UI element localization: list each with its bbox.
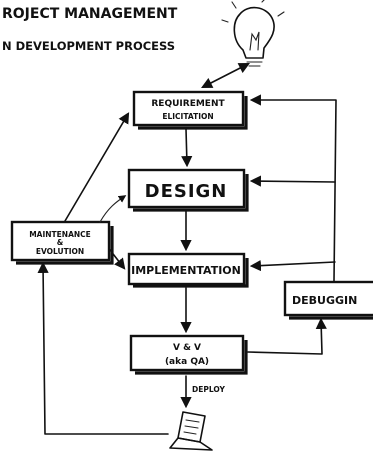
- requirement-elicitation-node: REQUIREMENT ELICITATION: [132, 90, 248, 130]
- qa-label: (aka QA): [165, 357, 209, 367]
- vv-node: V & V (aka QA): [129, 334, 248, 375]
- evolution-label: EVOLUTION: [36, 247, 84, 256]
- edge-debugging-implementation: [249, 259, 336, 272]
- vv-label: V & V: [173, 343, 201, 353]
- lightbulb-icon: [221, 0, 285, 67]
- deploy-label: DEPLOY: [192, 385, 225, 394]
- implementation-node: IMPLEMENTATION: [127, 252, 249, 288]
- edge-idea-requirement: [201, 62, 250, 89]
- edge-debugging-design: [249, 175, 336, 187]
- maintenance-evolution-node: MAINTENANCE & EVOLUTION: [10, 220, 114, 265]
- debugging-label: DEBUGGIN: [292, 294, 357, 307]
- requirement-label: REQUIREMENT: [151, 99, 225, 109]
- edge-requirement-design: [181, 128, 193, 168]
- page-title: ROJECT MANAGEMENT: [2, 6, 178, 22]
- edge-vv-debugging: [247, 317, 327, 355]
- edges: DEPLOY: [37, 62, 337, 435]
- ampersand-label: &: [57, 238, 64, 247]
- design-label: DESIGN: [145, 181, 228, 202]
- laptop-icon: [169, 411, 213, 451]
- maintenance-label: MAINTENANCE: [29, 230, 91, 239]
- edge-maintenance-design: [99, 195, 127, 223]
- elicitation-label: ELICITATION: [162, 112, 213, 121]
- edge-maintenance-implementation: [109, 249, 126, 270]
- debugging-node: DEBUGGIN: [283, 280, 373, 320]
- implementation-label: IMPLEMENTATION: [131, 264, 241, 277]
- design-node: DESIGN: [127, 168, 249, 212]
- edge-maintenance-requirement: [64, 112, 130, 222]
- edge-laptop-maintenance: [37, 261, 169, 435]
- edge-debugging-requirement: [249, 94, 337, 282]
- page-subtitle: N DEVELOPMENT PROCESS: [2, 39, 175, 53]
